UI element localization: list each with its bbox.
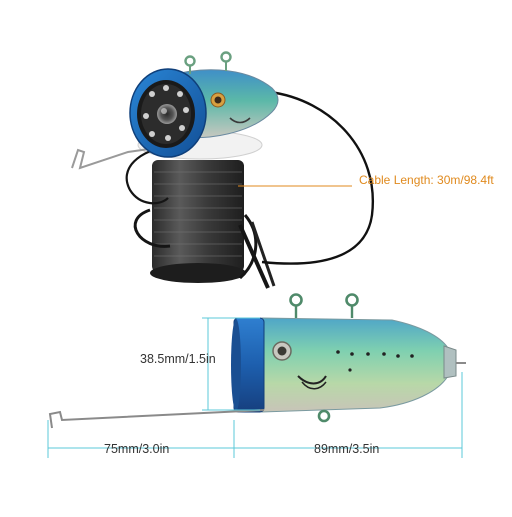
cable-length-label: Cable Length: 30m/98.4ft [359,173,494,187]
height-dimension-label: 38.5mm/1.5in [140,352,216,366]
camera-top [129,51,279,158]
dimension-lines [47,317,463,458]
camera-side-view [48,293,466,429]
body-length-label: 89mm/3.5in [314,442,380,456]
hook-length-label: 75mm/3.0in [104,442,170,456]
